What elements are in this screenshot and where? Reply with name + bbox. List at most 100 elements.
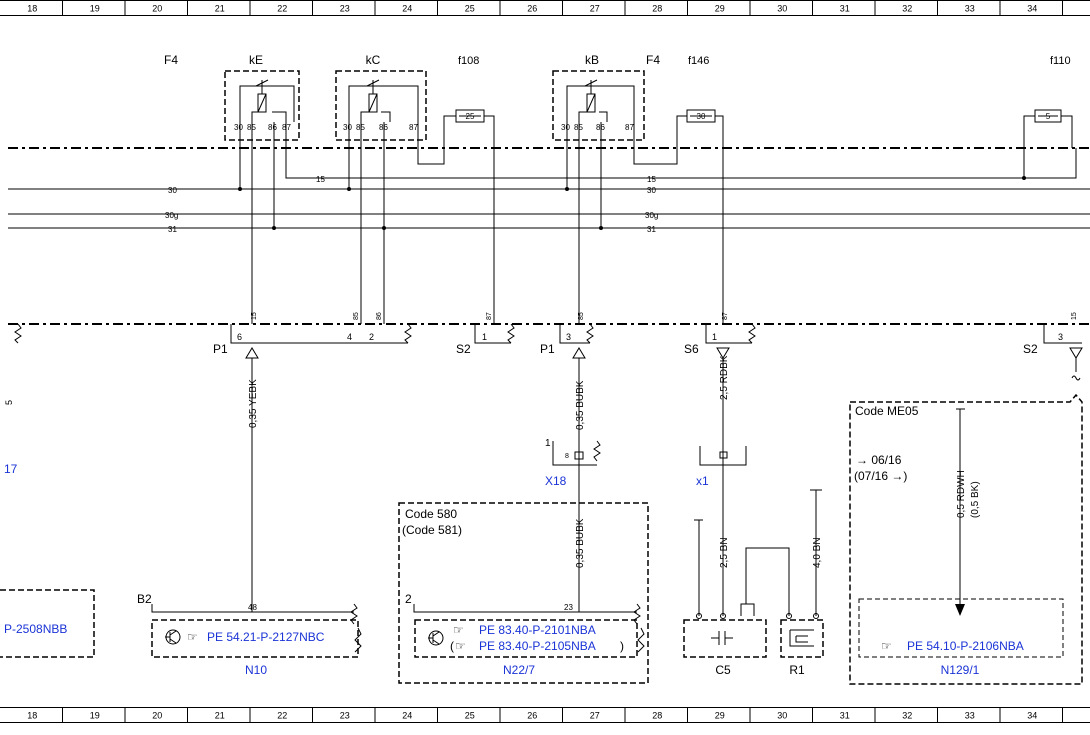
ruler-number: 21 (215, 711, 225, 721)
n10-b2-label: B2 (137, 592, 152, 606)
connector-x1: x1 (696, 446, 747, 488)
ruler-number: 22 (277, 711, 287, 721)
n22-ref1-link[interactable]: PE 83.40-P-2101NBA (479, 623, 596, 637)
ruler-number: 19 (90, 4, 100, 14)
connector-s2-right: S2 3 (1023, 324, 1083, 381)
n22-pin-23: 23 (564, 603, 573, 612)
pin-15-b: 15 (1071, 312, 1078, 320)
wire-rdbk-label: 2,5 RDBK (719, 355, 730, 400)
n22-name[interactable]: N22/7 (503, 663, 535, 677)
connector-s6-label: S6 (684, 342, 699, 356)
connector-s2-center-pin-1: 1 (482, 332, 487, 342)
component-r1: 4,0 BN R1 (780, 489, 824, 677)
ruler-number: 19 (90, 711, 100, 721)
code-580-line1: Code 580 (405, 507, 457, 521)
f4-left-label: F4 (164, 53, 178, 67)
wire-yebk-label: 0,35 YEBK (248, 379, 259, 428)
connector-p1-left-label: P1 (213, 342, 228, 356)
left-cut-side-text: 5 (4, 400, 14, 405)
x18-inner-pin: 8 (565, 453, 569, 460)
ruler-number: 25 (465, 711, 475, 721)
n22-paren-close: ) (620, 639, 624, 653)
wire-bubk-label-bottom: 0,35 BUBK (575, 518, 586, 568)
ruler-number: 30 (777, 4, 787, 14)
ruler-number: 21 (215, 4, 225, 14)
fuse-f110: 5 (1023, 109, 1073, 148)
pin-85-b: 85 (578, 312, 585, 320)
rail-30-label-b: 30 (647, 186, 656, 195)
module-n10: B2 48 ☞ PE 54.21-P-2127NBC N10 (137, 592, 362, 677)
x1-label[interactable]: x1 (696, 474, 709, 488)
relay-ke-pin-86: 86 (268, 123, 277, 132)
n129-ref-link[interactable]: PE 54.10-P-2106NBA (907, 639, 1024, 653)
ruler-number: 23 (340, 711, 350, 721)
component-c5: C5 (683, 519, 790, 677)
ruler-number: 32 (902, 711, 912, 721)
hand-pointer-icon: ☞ (187, 630, 198, 644)
ruler-number: 32 (902, 4, 912, 14)
ruler-top (0, 0, 1090, 16)
ruler-number: 23 (340, 4, 350, 14)
hand-pointer-icon-n22b: ☞ (455, 639, 466, 653)
x18-label[interactable]: X18 (545, 474, 567, 488)
relay-kb-label: kB (585, 53, 599, 67)
relay-kc-pin-30: 30 (343, 123, 352, 132)
f4-right-label: F4 (646, 53, 660, 67)
connector-s2-right-pin-3: 3 (1058, 332, 1063, 342)
relay-ke-pin-87: 87 (282, 123, 291, 132)
left-cut-text: 17 (4, 462, 18, 476)
ruler-number: 31 (840, 4, 850, 14)
f110-label: f110 (1050, 55, 1071, 67)
n22-ref2-link[interactable]: PE 83.40-P-2105NBA (479, 639, 596, 653)
n22-paren-open: ( (450, 639, 454, 653)
connector-p1-left-pin-6: 6 (237, 332, 242, 342)
fuse-f110-rating: 5 (1046, 112, 1051, 121)
fuse-f108-rating: 25 (466, 112, 475, 121)
n10-ref-link[interactable]: PE 54.21-P-2127NBC (207, 630, 325, 644)
hand-pointer-icon-n22a: ☞ (453, 623, 464, 637)
ruler-number: 24 (402, 4, 412, 14)
ruler-number: 30 (777, 711, 787, 721)
ruler-number: 27 (590, 711, 600, 721)
ruler-number: 34 (1027, 4, 1037, 14)
relay-kb-pin-30: 30 (561, 123, 570, 132)
rail-30-label-a: 30 (168, 186, 177, 195)
rails: 15 15 30 30 30g 30g 31 31 (8, 148, 1090, 234)
ruler-number: 18 (27, 711, 37, 721)
ruler-number: 20 (152, 4, 162, 14)
left-edge-ref-link[interactable]: P-2508NBB (4, 622, 67, 636)
connector-p1-left-pin-2: 2 (369, 332, 374, 342)
rail-31-label-b: 31 (647, 225, 656, 234)
c5-label: C5 (715, 663, 731, 677)
wire-bk-label: (0,5 BK) (970, 481, 981, 518)
rail-30g-label-b: 30g (645, 211, 658, 220)
ruler-number: 20 (152, 711, 162, 721)
connector-s2-right-label: S2 (1023, 342, 1038, 356)
pin-87-a: 87 (486, 312, 493, 320)
connector-p1-right-pin-3: 3 (566, 332, 571, 342)
left-edge-fragments: 5 17 P-2508NBB (0, 400, 95, 658)
code-580-line2: (Code 581) (402, 523, 462, 537)
ruler-number: 28 (652, 4, 662, 14)
ruler-number: 18 (27, 4, 37, 14)
code-me05-title: Code ME05 (855, 404, 919, 418)
relay-ke-label: kE (249, 53, 263, 67)
n10-name[interactable]: N10 (245, 663, 267, 677)
ruler-bottom (0, 707, 1090, 723)
pin-87-b: 87 (722, 312, 729, 320)
rail-30g-label-a: 30g (165, 211, 178, 220)
connector-p1-left: P1 6 4 2 (14, 323, 412, 359)
wire-rdwh-label: 0,5 RDWH (956, 470, 967, 518)
code-me05-line2: (07/16 →) (854, 469, 907, 483)
wire-bn-40-label: 4,0 BN (812, 537, 823, 568)
n129-name[interactable]: N129/1 (941, 663, 980, 677)
relay-kc-pin-87: 87 (409, 123, 418, 132)
relay-ke-pin-30: 30 (234, 123, 243, 132)
ruler-number: 26 (527, 4, 537, 14)
ruler-number: 33 (965, 4, 975, 14)
wire-bn-25-label: 2,5 BN (719, 537, 730, 568)
ruler-number: 31 (840, 711, 850, 721)
x18-pin: 1 (545, 438, 551, 449)
